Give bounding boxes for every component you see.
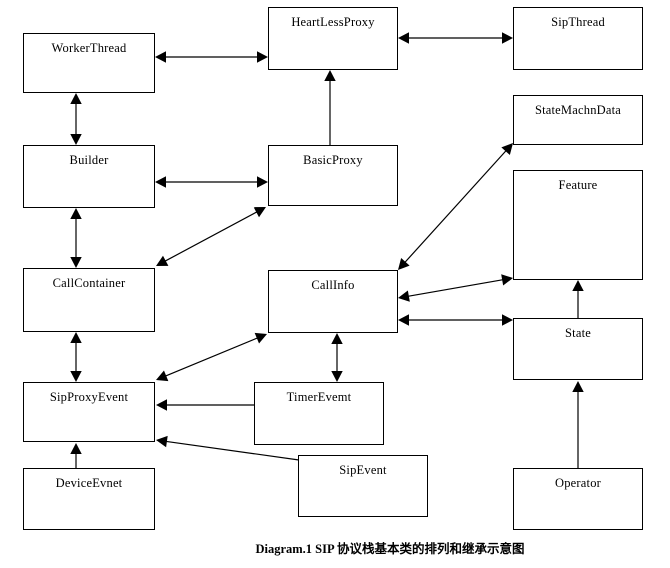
node-label: SipEvent bbox=[339, 463, 387, 477]
edge-builder-to-callcontainer bbox=[70, 208, 82, 268]
node-sipproxyevent[interactable]: SipProxyEvent bbox=[23, 382, 155, 442]
edge-builder-to-basicproxy bbox=[155, 176, 268, 188]
node-statemachndata[interactable]: StateMachnData bbox=[513, 95, 643, 145]
node-label: DeviceEvnet bbox=[55, 476, 123, 490]
node-sipthread[interactable]: SipThread bbox=[513, 7, 643, 70]
edge-callinfo-to-state bbox=[398, 314, 513, 326]
node-operator[interactable]: Operator bbox=[513, 468, 643, 530]
node-label: BasicProxy bbox=[303, 153, 363, 167]
node-label: StateMachnData bbox=[534, 103, 622, 117]
node-sipevent[interactable]: SipEvent bbox=[298, 455, 428, 517]
edge-operator-to-state bbox=[572, 381, 584, 468]
node-builder[interactable]: Builder bbox=[23, 145, 155, 208]
edge-workerthread-to-heartlessproxy bbox=[155, 51, 268, 63]
node-label: CallInfo bbox=[311, 278, 355, 292]
node-label: HeartLessProxy bbox=[291, 15, 375, 29]
edge-heartlessproxy-to-sipthread bbox=[398, 32, 513, 44]
node-basicproxy[interactable]: BasicProxy bbox=[268, 145, 398, 206]
node-label: State bbox=[565, 326, 591, 340]
edge-deviceevnet-to-sipproxyevent bbox=[70, 443, 82, 468]
edge-timerevemt-to-sipproxyevent bbox=[156, 399, 254, 411]
edge-callinfo-to-timerevemt bbox=[331, 333, 343, 382]
edge-workerthread-to-builder bbox=[70, 93, 82, 145]
node-heartlessproxy[interactable]: HeartLessProxy bbox=[268, 7, 398, 70]
node-deviceevnet[interactable]: DeviceEvnet bbox=[23, 468, 155, 530]
node-label: SipProxyEvent bbox=[49, 390, 129, 404]
node-label: Feature bbox=[558, 178, 598, 192]
node-label: TimerEvemt bbox=[286, 390, 352, 404]
node-callinfo[interactable]: CallInfo bbox=[268, 270, 398, 333]
edge-callinfo-to-feature bbox=[398, 274, 513, 302]
node-label: WorkerThread bbox=[51, 41, 127, 55]
node-label: CallContainer bbox=[52, 276, 126, 290]
node-workerthread[interactable]: WorkerThread bbox=[23, 33, 155, 93]
edge-basicproxy-to-heartlessproxy bbox=[324, 70, 336, 145]
node-label: SipThread bbox=[551, 15, 605, 29]
diagram-caption: Diagram.1 SIP 协议栈基本类的排列和继承示意图 bbox=[255, 542, 525, 556]
edge-callinfo-to-statemachndata bbox=[398, 143, 513, 270]
node-state[interactable]: State bbox=[513, 318, 643, 380]
node-label: Operator bbox=[554, 476, 602, 490]
node-timerevemt[interactable]: TimerEvemt bbox=[254, 382, 384, 445]
edge-state-to-feature bbox=[572, 280, 584, 318]
node-callcontainer[interactable]: CallContainer bbox=[23, 268, 155, 332]
node-feature[interactable]: Feature bbox=[513, 170, 643, 280]
edge-callcontainer-to-basicproxy bbox=[156, 207, 266, 266]
edge-callcontainer-to-sipproxyevent bbox=[70, 332, 82, 382]
edge-sipproxyevent-to-callinfo bbox=[156, 332, 267, 382]
node-label: Builder bbox=[69, 153, 109, 167]
